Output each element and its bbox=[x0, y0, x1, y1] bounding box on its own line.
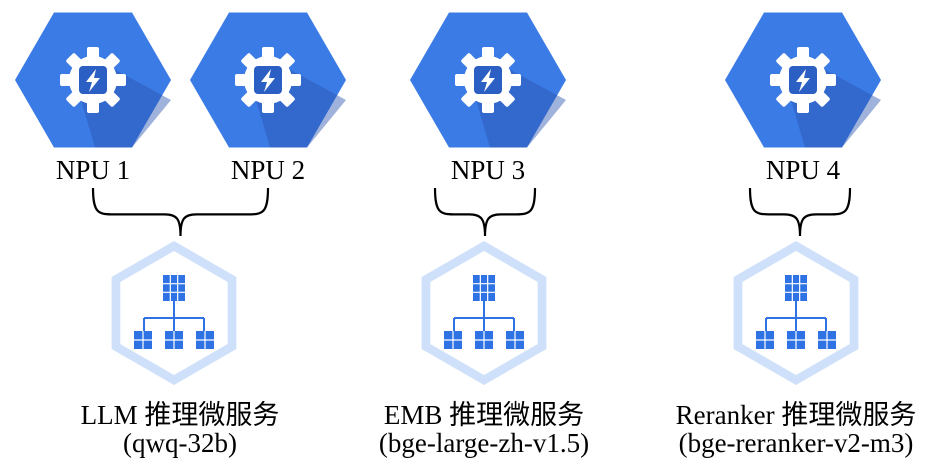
brace-llm bbox=[91, 187, 270, 237]
service-name-llm: LLM 推理微服务 bbox=[80, 400, 280, 430]
npu-label-2: NPU 2 bbox=[230, 155, 306, 185]
npu-label-3: NPU 3 bbox=[450, 155, 526, 185]
hierarchy-icon bbox=[134, 275, 214, 349]
brace-emb bbox=[433, 187, 537, 237]
service-icon-emb bbox=[421, 241, 547, 385]
npu-label-4: NPU 4 bbox=[765, 155, 841, 185]
hierarchy-icon bbox=[756, 275, 836, 349]
service-icon-llm bbox=[111, 241, 237, 385]
brace-reranker bbox=[748, 187, 852, 237]
bolt-icon bbox=[261, 69, 275, 92]
bolt-icon bbox=[796, 69, 810, 92]
bolt-icon bbox=[86, 69, 100, 92]
service-name-emb: EMB 推理微服务 bbox=[383, 400, 585, 430]
npu-icon-1 bbox=[15, 12, 171, 148]
service-model-emb: (bge-large-zh-v1.5) bbox=[378, 428, 590, 458]
service-name-reranker: Reranker 推理微服务 bbox=[675, 400, 917, 430]
hierarchy-icon bbox=[444, 275, 524, 349]
service-icon-reranker bbox=[733, 241, 859, 385]
bolt-icon bbox=[481, 69, 495, 92]
service-model-llm: (qwq-32b) bbox=[123, 428, 237, 458]
npu-icon-2 bbox=[190, 12, 346, 148]
service-model-reranker: (bge-reranker-v2-m3) bbox=[678, 428, 914, 458]
npu-icon-4 bbox=[725, 12, 881, 148]
npu-label-1: NPU 1 bbox=[55, 155, 131, 185]
npu-icon-3 bbox=[410, 12, 566, 148]
